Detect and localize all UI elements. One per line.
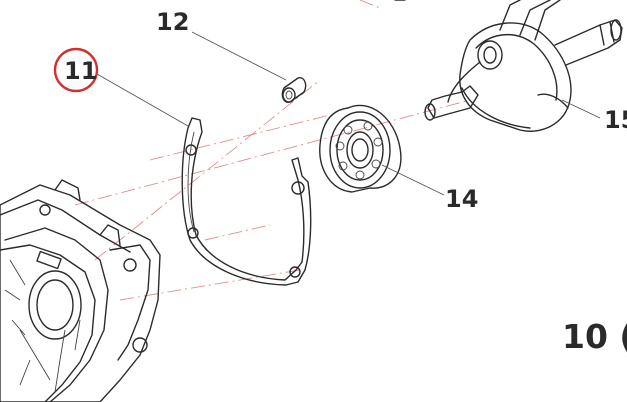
label-part-12: 12 [156,8,189,36]
label-part-10: 10 ( [562,317,627,356]
ball-bearing [319,104,402,193]
label-part-11: 11 [64,57,97,85]
highlight-circle [53,47,99,93]
label-part-15: 15 [604,106,627,134]
dowel-pin [281,77,307,103]
gasket [181,117,312,286]
label-part-14: 14 [445,185,478,213]
crankshaft [394,0,623,132]
leader-lines [96,31,601,196]
center-lines [74,0,471,301]
crankcase-half [0,179,161,402]
